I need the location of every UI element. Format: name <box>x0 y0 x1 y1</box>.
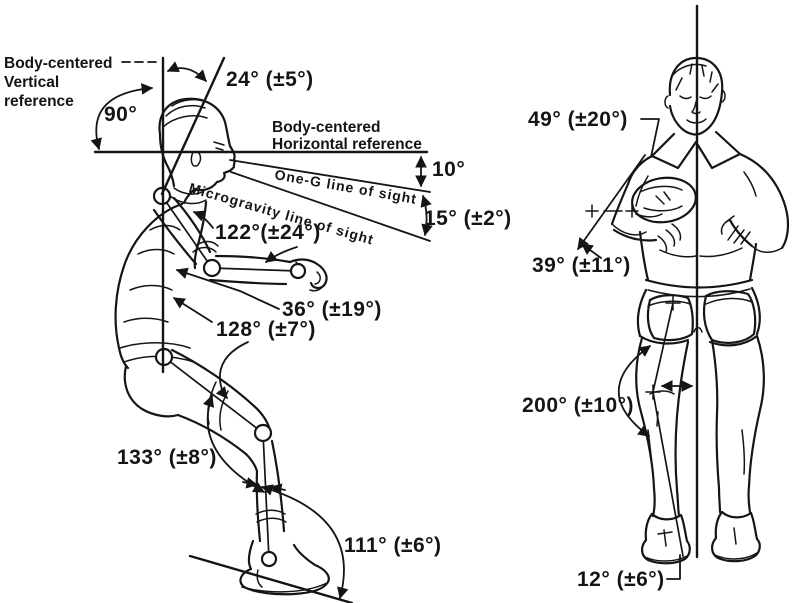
angle-label-shoulder-abduction: 49° (±20°) <box>528 108 628 131</box>
waistband <box>644 278 754 289</box>
left-boot <box>641 512 691 565</box>
arm-axis-line <box>577 154 646 250</box>
angle-label-shoulder: 122°(±24°) <box>215 221 321 244</box>
right-boot <box>711 510 761 563</box>
angle-arrow-15 <box>420 194 433 237</box>
angle-label-knee-splay: 200° (±10°) <box>522 394 634 417</box>
elbow-joint <box>202 258 222 278</box>
angle-leader-36 <box>175 267 280 310</box>
angle-label-ankle: 111° (±6°) <box>344 534 442 557</box>
knee-joint <box>253 423 273 443</box>
shin-tick-right <box>269 483 286 495</box>
angle-label-hip: 128° (±7°) <box>216 318 316 341</box>
front-view-labels: 49° (±20°) 39° (±11°) 200° (±10°) 12° (±… <box>522 108 665 591</box>
ankle-joint <box>260 550 278 568</box>
angle-arc-24 <box>166 61 207 82</box>
one-g-sight-line <box>229 159 431 193</box>
hand <box>288 258 328 290</box>
angle-arc-128 <box>215 341 249 399</box>
vertical-reference-label-line1: Body-centered <box>4 55 113 72</box>
angle-label-15: 15° (±2°) <box>424 207 512 230</box>
angle-label-90: 90° <box>104 103 137 126</box>
boot <box>239 539 330 596</box>
microgravity-sight-line <box>230 171 431 242</box>
angle-leader-128-line <box>173 297 213 323</box>
angle-label-head-tilt: 24° (±5°) <box>226 68 314 91</box>
wrist-joint <box>289 262 307 280</box>
angle-label-elbow: 39° (±11°) <box>532 254 631 277</box>
angle-leader-39 <box>581 243 602 259</box>
one-g-sight-label: One-G line of sight <box>273 166 418 207</box>
angle-leader-12 <box>666 554 681 580</box>
right-ear <box>721 89 726 103</box>
side-view-measurements <box>90 56 433 600</box>
eyes <box>679 95 692 100</box>
left-ear <box>664 95 669 109</box>
angle-leader-49 <box>640 118 660 158</box>
skeleton-links <box>161 195 299 560</box>
left-cargo-pocket <box>646 294 694 342</box>
vertical-reference-label-line3: reference <box>4 93 74 110</box>
angle-label-wrist: 36° (±19°) <box>282 298 382 321</box>
angle-label-knee: 133° (±8°) <box>117 446 217 469</box>
forearm-cross-marks <box>585 204 639 218</box>
angle-label-foot: 12° (±6°) <box>577 568 665 591</box>
angle-label-10: 10° <box>432 158 465 181</box>
angle-arc-200 <box>617 345 651 437</box>
ear <box>190 150 202 167</box>
angle-leader-122-upper <box>192 210 214 229</box>
angle-arc-111 <box>260 484 349 600</box>
angle-arc-90 <box>90 83 154 151</box>
hip-cross-mark <box>665 295 681 311</box>
vertical-reference-label-line2: Vertical <box>4 74 59 91</box>
chest-object <box>631 176 697 224</box>
angle-leader-122-lower <box>265 246 298 263</box>
eye <box>215 147 224 151</box>
front-view-figure <box>610 56 790 565</box>
shin-tick-left <box>242 477 259 489</box>
knee-cross-mark <box>645 384 661 400</box>
angle-arc-133 <box>202 394 266 493</box>
head-axis-line <box>160 56 226 196</box>
horizontal-reference-label-line2: Horizontal reference <box>272 136 422 153</box>
right-cargo-pocket <box>702 290 757 344</box>
front-view-measurements <box>577 4 699 580</box>
horizontal-reference-label-line1: Body-centered <box>272 119 381 136</box>
